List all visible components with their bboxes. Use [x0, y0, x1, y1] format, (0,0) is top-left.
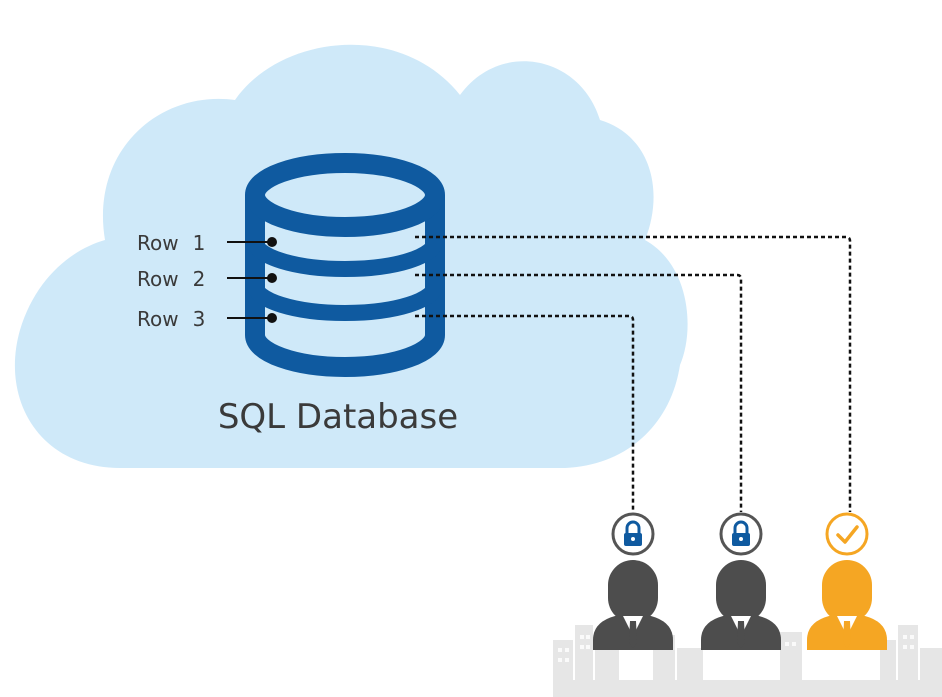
row-2-pointer-dot	[267, 273, 277, 283]
lock-icon	[732, 520, 750, 546]
connector-row-1-user-3	[415, 235, 852, 512]
user-2-icon	[701, 560, 781, 650]
row-pointers	[227, 237, 277, 323]
database-icon	[245, 153, 445, 377]
row-1-pointer-dot	[267, 237, 277, 247]
lock-icon	[624, 520, 642, 546]
access-badge-user-1	[611, 512, 655, 556]
checkmark-icon	[836, 525, 859, 544]
row-3-pointer-dot	[267, 313, 277, 323]
row-connectors	[415, 235, 852, 512]
user-1-icon	[593, 560, 673, 650]
user-3-icon	[807, 560, 887, 650]
connector-row-2-user-2	[415, 273, 743, 512]
access-badge-user-3	[825, 512, 869, 556]
connector-row-3-user-1	[415, 314, 635, 512]
city-skyline	[553, 625, 942, 697]
database-title: SQL Database	[218, 397, 458, 437]
cloud-shape	[14, 44, 688, 468]
skyline-windows	[558, 635, 914, 662]
access-badge-user-2	[719, 512, 763, 556]
